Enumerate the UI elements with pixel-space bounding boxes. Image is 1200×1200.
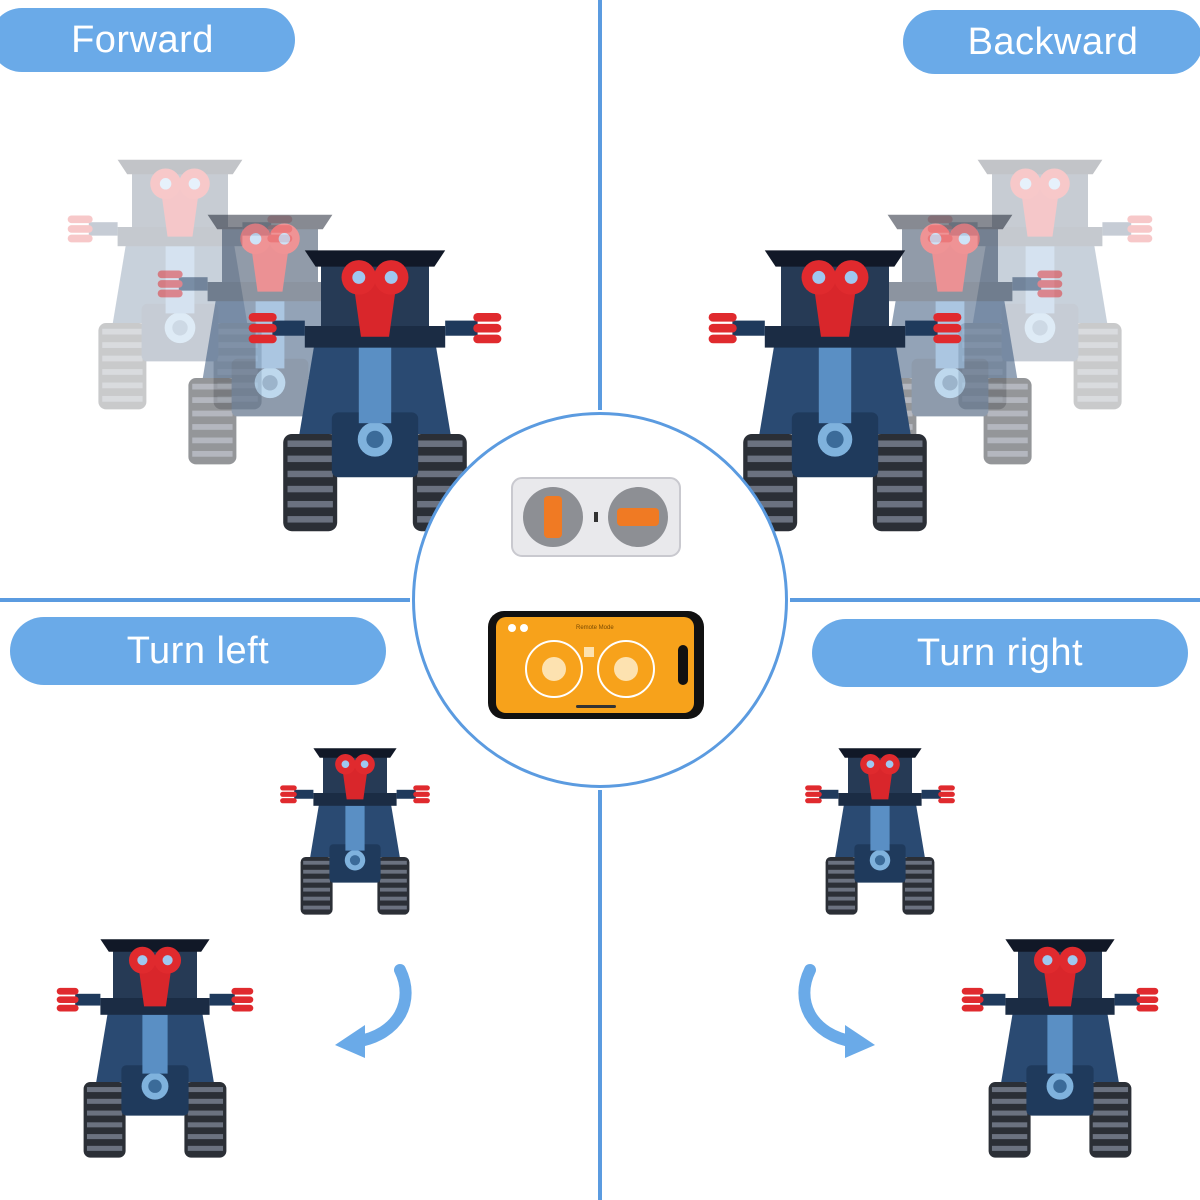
robot-image-turn-left-top	[280, 748, 430, 915]
center-circle	[412, 412, 788, 788]
remote-controller-image	[511, 477, 681, 557]
forward-label: Forward	[0, 8, 295, 72]
curved-arrow-icon-right	[798, 964, 875, 1058]
backward-label: Backward	[903, 10, 1200, 74]
phone-screen-title: Remote Mode	[576, 625, 614, 631]
turn-right-label: Turn right	[812, 619, 1188, 687]
horizontal-divider-left	[0, 598, 410, 602]
vertical-divider-top	[598, 0, 602, 410]
turn-left-label: Turn left	[10, 617, 386, 685]
robot-image-turn-left-bottom	[56, 939, 254, 1158]
smartphone-image: Remote Mode	[488, 611, 704, 719]
vertical-divider-bottom	[598, 790, 602, 1200]
horizontal-divider-right	[790, 598, 1200, 602]
robot-image-turn-right-top	[805, 748, 955, 915]
robot-image-turn-right-bottom	[961, 939, 1159, 1158]
curved-arrow-icon-left	[335, 964, 412, 1058]
